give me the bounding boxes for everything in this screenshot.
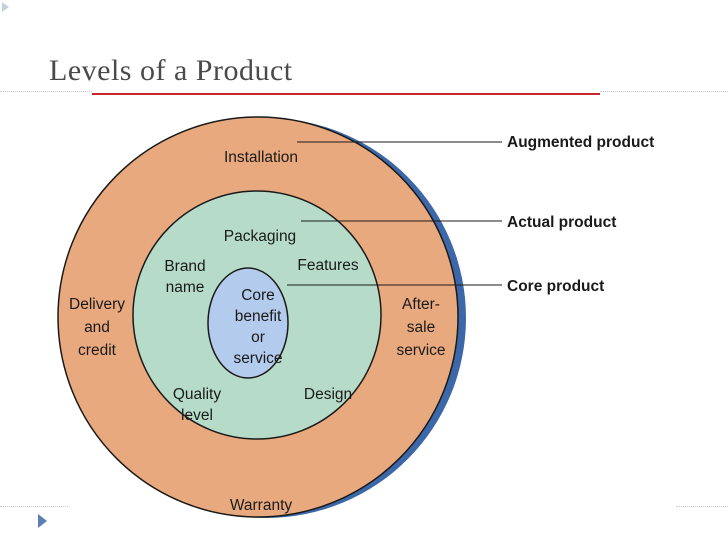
label-level: level	[181, 407, 213, 424]
label-design: Design	[304, 386, 352, 403]
page-title: Levels of a Product	[49, 54, 293, 87]
label-features: Features	[297, 257, 358, 274]
footer-divider-right	[676, 506, 728, 507]
label-quality: Quality	[173, 386, 221, 403]
footer-divider-left	[0, 506, 68, 507]
label-credit: credit	[78, 342, 117, 359]
label-packaging: Packaging	[224, 228, 296, 245]
callout-augmented-product: Augmented product	[507, 134, 654, 151]
label-and: and	[84, 319, 110, 336]
label-sale: sale	[407, 319, 435, 336]
title-underline	[92, 93, 600, 95]
label-after: After-	[402, 296, 440, 313]
label-delivery: Delivery	[69, 296, 125, 313]
label-service-core: service	[233, 350, 282, 367]
label-installation: Installation	[224, 149, 298, 166]
label-benefit: benefit	[235, 308, 282, 325]
label-service: service	[396, 342, 445, 359]
core-circle	[207, 267, 289, 379]
callout-core-product: Core product	[507, 278, 604, 295]
callout-actual-product: Actual product	[507, 214, 616, 231]
label-or: or	[251, 329, 265, 346]
title-divider-left	[0, 91, 92, 92]
title-divider-right	[600, 91, 728, 92]
label-core: Core	[241, 287, 275, 304]
corner-triangle-icon	[2, 2, 9, 12]
bullet-triangle-icon	[38, 514, 47, 528]
label-name: name	[166, 279, 205, 296]
label-warranty: Warranty	[230, 497, 293, 514]
label-brand: Brand	[164, 258, 205, 275]
